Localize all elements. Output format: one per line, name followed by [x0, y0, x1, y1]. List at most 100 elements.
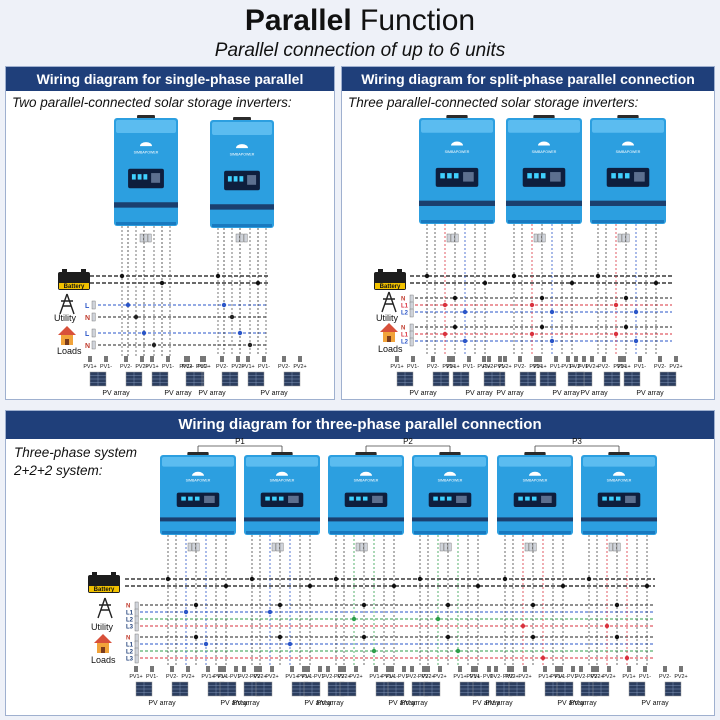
pv-terminal-label: PV1+ [453, 674, 466, 680]
pv-terminal-label: PV2- [587, 674, 599, 680]
breaker-icon [608, 542, 621, 552]
pv-terminal-label: PV2- [575, 674, 587, 680]
solar-panel-icon [623, 371, 641, 387]
pv-terminal-label: PV2+ [529, 364, 542, 370]
line-label: L2 [401, 311, 409, 317]
pv-terminal-label: PV1+ [285, 674, 298, 680]
pv-terminal-label: PV1- [398, 674, 410, 680]
solar-panel-icon [483, 371, 501, 387]
pv-array-label: PV array [472, 700, 500, 707]
solar-panel-icon [255, 681, 273, 697]
brand-label: SIMBAPOWER [523, 478, 548, 482]
sun-logo-icon [192, 471, 204, 476]
pv-terminal-label: PV1- [100, 364, 112, 370]
inverter: SIMBAPOWER [581, 452, 657, 535]
breaker-icon [91, 300, 96, 310]
sun-logo-icon [236, 144, 248, 149]
sun-logo-icon [451, 141, 463, 146]
single-phase-caption: Two parallel-connected solar storage inv… [12, 95, 292, 110]
solar-panel-icon [125, 371, 143, 387]
inverter: SIMBAPOWER [497, 452, 573, 535]
pv-terminal-label: PV1- [218, 674, 230, 680]
pv-terminal-label: PV2+ [349, 674, 362, 680]
solar-panel-icon [219, 681, 237, 697]
breaker-icon [91, 312, 96, 322]
pv-array-label: PV array [641, 700, 669, 707]
solar-panel-icon [283, 371, 301, 387]
pv-terminal-label: PV2- [483, 364, 495, 370]
pv-terminal-label: PV1- [578, 364, 590, 370]
pv-terminal-label: PV2+ [135, 364, 148, 370]
pv-terminal-label: PV1+ [533, 364, 546, 370]
pv-terminal-label: PV2+ [442, 364, 455, 370]
pv-terminal-label: PV1- [483, 674, 495, 680]
pv-terminal-label: PV1- [386, 674, 398, 680]
split-phase-caption: Three parallel-connected solar storage i… [348, 95, 639, 110]
pv-terminal-label: PV2- [427, 364, 439, 370]
pv-terminal-label: PV1- [162, 364, 174, 370]
split-phase-heading: Wiring diagram for split-phase parallel … [342, 67, 714, 91]
pv-terminal-label: PV1- [494, 364, 506, 370]
pv-terminal-label: PV2- [418, 674, 430, 680]
pv-terminal-label: PV1+ [381, 674, 394, 680]
solar-panel-icon [603, 371, 621, 387]
brand-label: SIMBAPOWER [532, 150, 557, 154]
house-icon [380, 323, 398, 342]
pv-array-label: PV array [164, 390, 192, 397]
line-label: N [85, 343, 90, 350]
solar-panel-icon [452, 371, 470, 387]
pv-array-group: PV1+PV1-PV2-PV2+PV array [622, 666, 688, 707]
breaker-icon [271, 542, 284, 552]
pv-terminal-label: PV2+ [181, 674, 194, 680]
line-label: N [126, 604, 130, 610]
pv-terminal-label: PV2- [598, 364, 610, 370]
brand-label: SIMBAPOWER [438, 478, 463, 482]
utility-label: Utility [54, 313, 76, 323]
pv-terminal-label: PV1+ [550, 674, 563, 680]
battery-label: Battery [94, 587, 115, 593]
solar-panel-icon [472, 681, 490, 697]
pv-terminal-label: PV1+ [213, 674, 226, 680]
pv-array-label: PV array [552, 390, 580, 397]
pv-array-label: PV array [148, 700, 176, 707]
pv-terminal-label: PV1+ [446, 364, 459, 370]
pv-array-group: PV1+PV1-PV2-PV2+PV array [129, 666, 195, 707]
pv-terminal-label: PV1+ [83, 364, 96, 370]
breaker-icon [134, 640, 139, 650]
inverter: SIMBAPOWER [590, 115, 666, 224]
pv-array-label: PV array [557, 700, 585, 707]
pv-terminal-label: PV1- [146, 674, 158, 680]
pv-terminal-label: PV2+ [674, 674, 687, 680]
breaker-icon [409, 330, 414, 340]
pv-terminal-label: PV1- [314, 674, 326, 680]
pv-array-label: PV array [485, 700, 513, 707]
brand-label: SIMBAPOWER [134, 151, 159, 155]
line-label: L2 [401, 340, 409, 346]
pv-terminal-label: PV1- [550, 364, 562, 370]
three-phase-caption-1: Three-phase system [14, 445, 138, 460]
pv-terminal-label: PV2- [166, 674, 178, 680]
pv-array-group: PV1+PV1-PV2-PV2+PV array [297, 666, 363, 707]
pv-array-group: PV1+PV1-PV2-PV2+PV array [241, 356, 307, 397]
breaker-icon [134, 647, 139, 657]
pv-array-label: PV array [580, 390, 608, 397]
brand-label: SIMBAPOWER [354, 478, 379, 482]
utility-label: Utility [91, 622, 113, 632]
solar-panel-icon [423, 681, 441, 697]
pv-array-group: PV1+PV1-PV2-PV2+PV array [550, 666, 616, 707]
line-label: N [126, 636, 130, 642]
pv-terminal-label: PV2+ [518, 674, 531, 680]
brand-label: SIMBAPOWER [186, 478, 211, 482]
breaker-icon [409, 323, 414, 333]
page-subtitle: Parallel connection of up to 6 units [214, 40, 506, 61]
line-label: L [85, 303, 90, 310]
solar-panel-icon [247, 371, 265, 387]
line-label: N [401, 326, 405, 332]
pv-terminal-label: PV2+ [590, 674, 603, 680]
battery-icon: Battery [88, 572, 120, 593]
pv-terminal-label: PV2+ [433, 674, 446, 680]
pv-terminal-label: PV2+ [498, 364, 511, 370]
solar-panel-icon [539, 371, 557, 387]
pv-terminal-label: PV2+ [421, 674, 434, 680]
line-label: L1 [401, 304, 409, 310]
